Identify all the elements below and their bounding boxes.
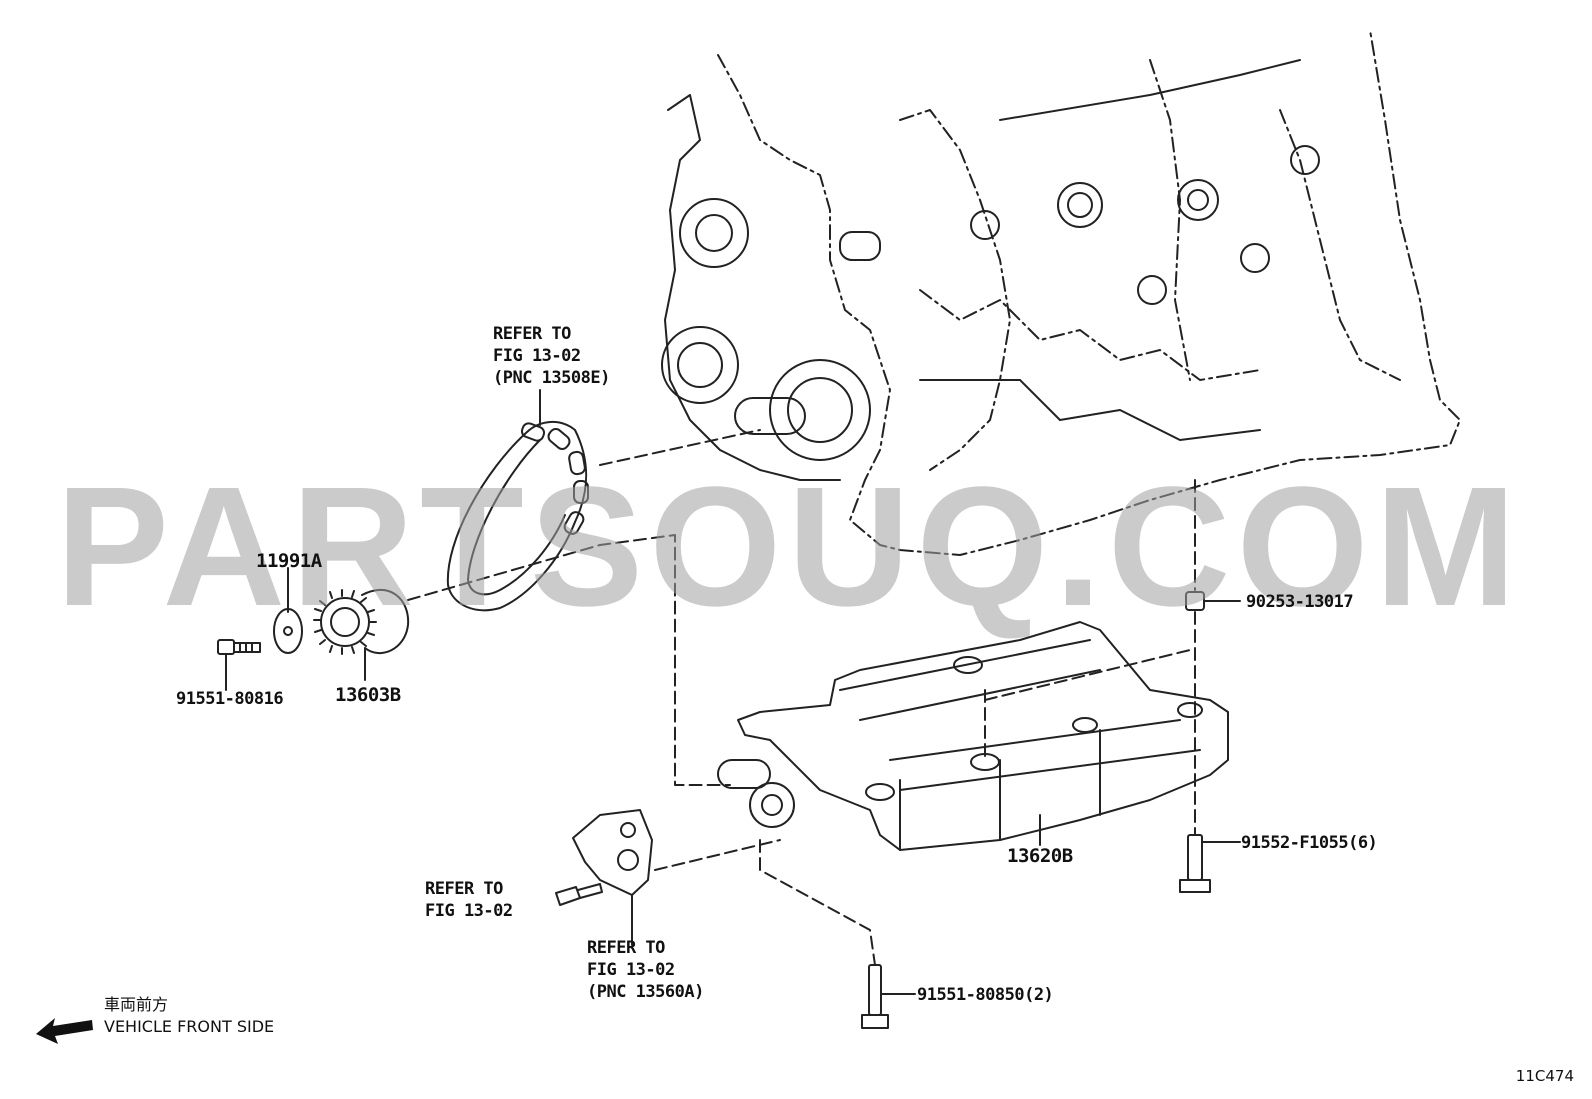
part-label-pin[interactable]: 90253-13017	[1246, 592, 1354, 612]
dowel-pin	[1185, 591, 1241, 611]
part-label-mid-bolt[interactable]: 91551-80850(2)	[917, 985, 1054, 1005]
washer	[273, 608, 303, 654]
refer-chain[interactable]: REFER TO FIG 13-02 (PNC 13508E)	[493, 324, 610, 388]
refer-bolt[interactable]: REFER TO FIG 13-02	[425, 879, 513, 921]
vehicle-direction-note: 車両前方 VEHICLE FRONT SIDE	[104, 995, 275, 1036]
engine-block	[661, 29, 1461, 556]
refer-tensioner[interactable]: REFER TO FIG 13-02 (PNC 13560A)	[587, 938, 704, 1002]
balance-shaft-housing	[717, 621, 1229, 851]
timing-chain	[446, 421, 589, 612]
long-bolt	[1179, 834, 1241, 893]
gear-sprocket	[313, 588, 410, 681]
mid-bolt	[861, 964, 916, 1029]
part-label-small-bolt[interactable]: 91551-80816	[176, 689, 284, 709]
part-label-washer[interactable]: 11991A	[256, 550, 322, 572]
figure-code: 11C474	[1515, 1067, 1574, 1085]
chain-tensioner	[572, 809, 653, 946]
small-bolt	[217, 639, 261, 691]
part-label-balancer[interactable]: 13620B	[1007, 845, 1073, 867]
part-label-gear[interactable]: 13603B	[335, 684, 401, 706]
arrow-left-icon	[36, 1018, 93, 1044]
part-label-long-bolt[interactable]: 91552-F1055(6)	[1241, 833, 1378, 853]
tensioner-bolt	[555, 883, 603, 906]
alignment-lines	[407, 429, 1196, 966]
leader-lines	[287, 389, 541, 613]
